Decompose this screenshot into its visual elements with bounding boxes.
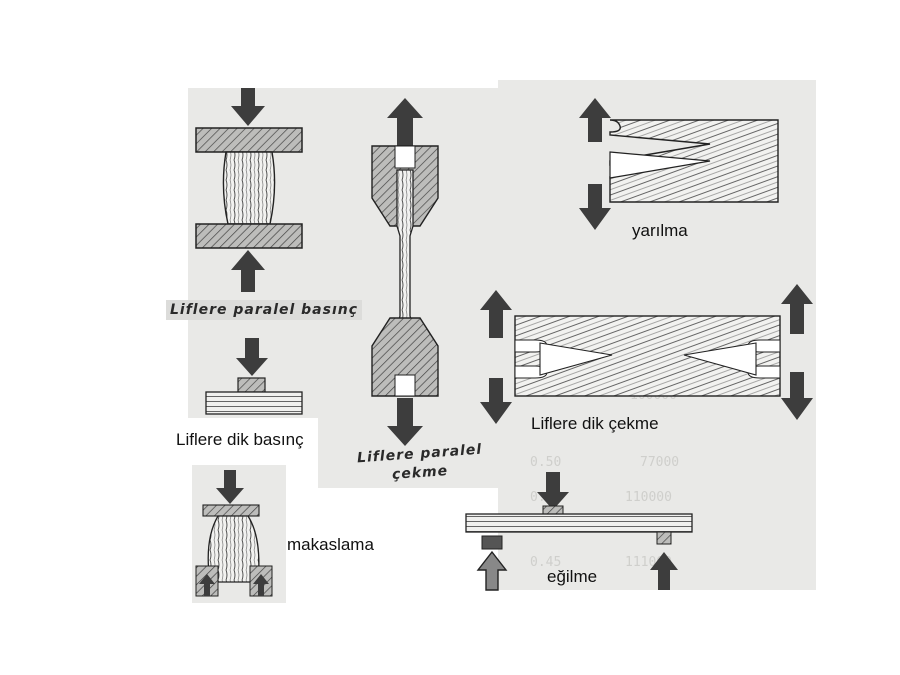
support-block: [656, 531, 672, 545]
arrow-down-icon: [387, 398, 423, 446]
arrow-up-icon: [199, 574, 215, 596]
parallel-tension-figure: [371, 98, 439, 446]
label-perpendicular-compression: Liflere dik basınç: [176, 430, 304, 449]
arrow-up-icon: [480, 290, 512, 338]
label-parallel-compression: Liflere paralel basınç: [166, 300, 363, 320]
steel-plate-icon: [195, 127, 303, 153]
perpendicular-compression-figure: [205, 338, 303, 415]
label-splitting: yarılma: [632, 221, 688, 240]
scan-ghost-text: 77000: [640, 455, 680, 470]
arrow-up-icon: [476, 550, 508, 591]
arrow-up-icon: [650, 552, 678, 590]
perpendicular-tension-figure: [480, 284, 813, 424]
label-perpendicular-tension: Liflere dik çekme: [531, 414, 659, 433]
arrow-up-icon: [579, 98, 611, 142]
arrow-down-icon: [480, 378, 512, 424]
split-notch: [539, 342, 613, 376]
grip-bottom: [371, 317, 439, 397]
arrow-down-icon: [231, 88, 265, 126]
split-notch: [683, 342, 757, 376]
steel-plate-icon: [237, 377, 266, 393]
shear-figure: [195, 470, 273, 597]
wood-specimen-icon: [205, 391, 303, 415]
arrow-down-icon: [537, 472, 569, 510]
label-bending: eğilme: [547, 567, 598, 586]
arrow-down-icon: [216, 470, 244, 504]
scan-ghost-text: 0.50: [530, 455, 562, 470]
support-block: [481, 535, 503, 550]
split-notch: [609, 151, 711, 179]
arrow-up-icon: [781, 284, 813, 334]
arrow-down-icon: [579, 184, 611, 230]
arrow-up-icon: [253, 574, 269, 596]
steel-plate-icon: [202, 504, 260, 517]
steel-plate-icon: [542, 505, 564, 515]
label-shear: makaslama: [287, 535, 374, 554]
parallel-compression-figure: [195, 88, 303, 292]
arrow-down-icon: [781, 372, 813, 420]
splitting-figure: [579, 98, 779, 230]
wood-specimen-icon: [222, 151, 276, 225]
grip-bottom-opening: [394, 374, 416, 397]
grip-top-opening: [394, 145, 416, 169]
arrow-up-icon: [387, 98, 423, 146]
scan-ghost-text: 0.45: [530, 555, 562, 570]
bending-figure: [465, 472, 693, 591]
arrow-up-icon: [231, 250, 265, 292]
wood-specimen-icon: [465, 513, 693, 533]
scan-ghost-text: 110000: [625, 490, 672, 505]
steel-plate-icon: [195, 223, 303, 249]
arrow-down-icon: [236, 338, 268, 376]
